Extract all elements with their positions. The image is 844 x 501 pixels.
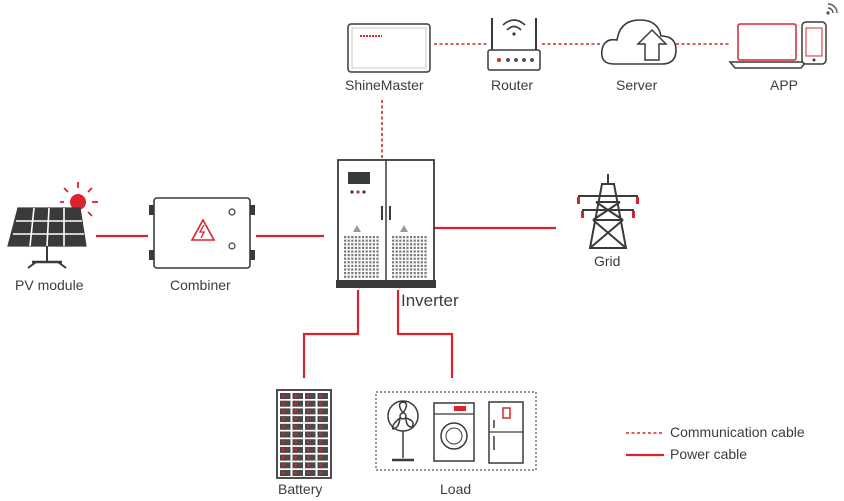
battery-cell [317, 470, 328, 476]
load-label: Load [440, 481, 472, 497]
app-devices-icon [728, 21, 827, 69]
cloud-server-icon [600, 19, 677, 65]
battery-cell [292, 462, 303, 469]
battery-cell [305, 400, 316, 407]
router-icon [487, 18, 541, 71]
battery-cell [280, 470, 291, 476]
power-cable-inverter-battery [302, 290, 360, 378]
battery-cell [305, 462, 316, 469]
battery-cell [292, 400, 303, 407]
legend-communication-label: Communication cable [670, 424, 805, 440]
inverter-icon [336, 159, 436, 288]
battery-cell [280, 439, 291, 446]
battery-cell [305, 470, 316, 476]
wifi-icon [826, 3, 838, 15]
battery-cell [292, 454, 303, 461]
battery-cell [280, 431, 291, 438]
grid-tower-icon [578, 174, 638, 249]
warning-icon [190, 218, 216, 241]
communication-cables [381, 43, 730, 160]
battery-cell [317, 408, 328, 415]
load-group-frame [375, 391, 537, 471]
battery-cell [305, 393, 316, 399]
battery-cell [305, 423, 316, 430]
battery-cell [292, 439, 303, 446]
battery-cell [317, 431, 328, 438]
battery-cell [280, 462, 291, 469]
server-label: Server [616, 77, 658, 93]
battery-cell [317, 416, 328, 423]
pv-module-label: PV module [15, 277, 84, 293]
battery-cell [317, 454, 328, 461]
battery-cell [292, 423, 303, 430]
battery-cell [317, 462, 328, 469]
inverter-vents [344, 236, 379, 278]
battery-cell [280, 393, 291, 399]
washing-machine-icon [433, 402, 475, 462]
battery-cell [292, 408, 303, 415]
battery-cell [280, 408, 291, 415]
power-cable-inverter-load [396, 290, 454, 378]
shinemaster-icon [347, 23, 431, 73]
combiner-label: Combiner [170, 277, 231, 293]
router-label: Router [491, 77, 534, 93]
battery-cell [317, 393, 328, 399]
battery-cell [292, 446, 303, 453]
battery-cell [305, 408, 316, 415]
battery-cell [292, 416, 303, 423]
battery-cell [292, 470, 303, 476]
refrigerator-icon [488, 401, 524, 464]
battery-cell [317, 423, 328, 430]
battery-cell [317, 439, 328, 446]
pv-module-icon [7, 207, 87, 269]
sun-icon [60, 182, 98, 220]
power-cables [96, 226, 556, 378]
battery-cell [305, 431, 316, 438]
fan-icon [387, 400, 419, 462]
inverter-vents [392, 236, 427, 278]
inverter-label: Inverter [401, 291, 459, 310]
battery-cell [292, 431, 303, 438]
battery-cell [305, 454, 316, 461]
grid-label: Grid [594, 253, 621, 269]
app-label: APP [770, 77, 799, 93]
battery-cell [280, 400, 291, 407]
battery-cell [317, 446, 328, 453]
battery-rack-icon [276, 389, 332, 479]
shinemaster-label: ShineMaster [345, 77, 424, 93]
battery-cell [280, 423, 291, 430]
legend-power-label: Power cable [670, 446, 748, 462]
battery-cell [305, 416, 316, 423]
battery-cell [280, 454, 291, 461]
battery-label: Battery [278, 481, 323, 497]
battery-cell [317, 400, 328, 407]
battery-cell [305, 439, 316, 446]
battery-cell [280, 416, 291, 423]
battery-cell [292, 393, 303, 399]
grid-insulators [577, 197, 639, 218]
battery-cell [280, 446, 291, 453]
battery-cell [305, 446, 316, 453]
